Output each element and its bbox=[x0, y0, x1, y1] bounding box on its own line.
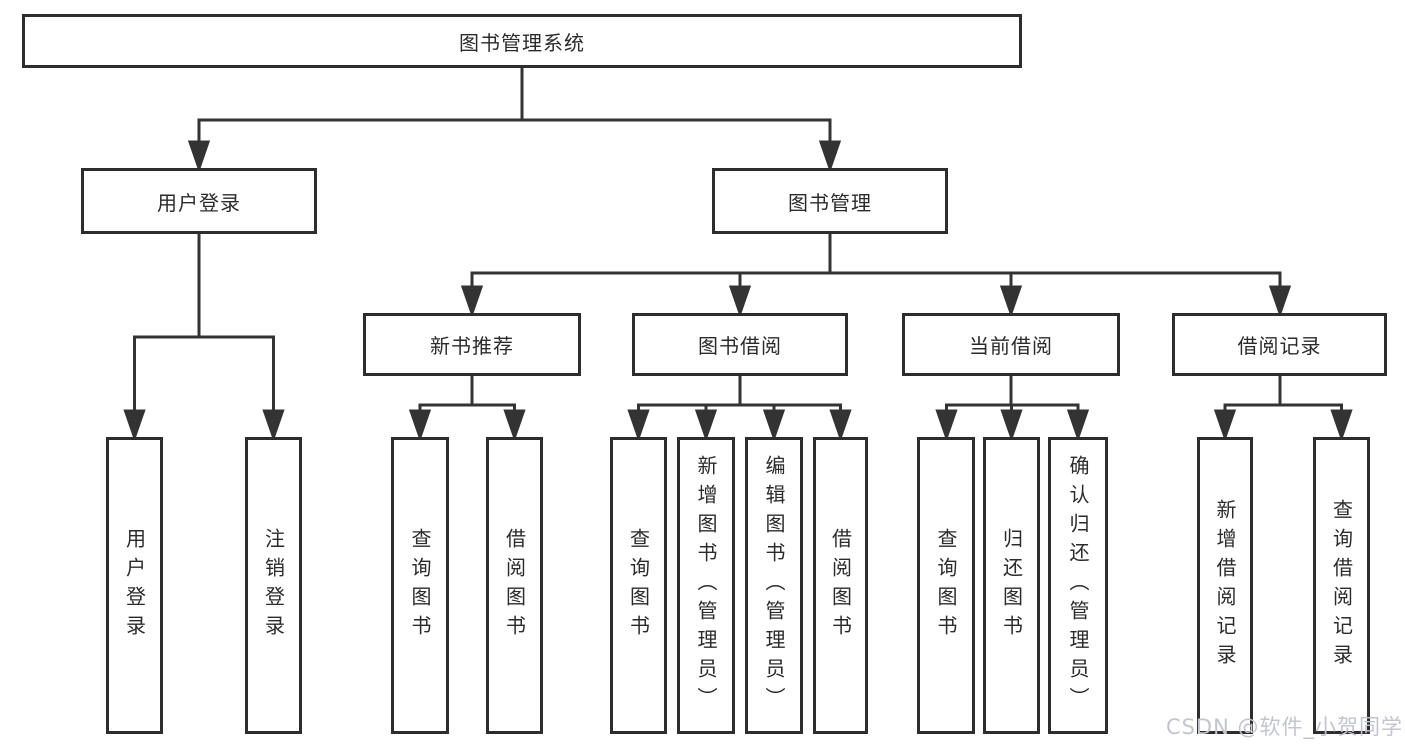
leaf-logout: 注销登录 bbox=[245, 437, 302, 734]
connector-borrow-to-leaves bbox=[627, 376, 852, 442]
connector-root-to-level2 bbox=[187, 68, 842, 173]
leaf-current-confirm-return-admin: 确认归还（管理员） bbox=[1048, 437, 1108, 734]
node-root: 图书管理系统 bbox=[22, 14, 1022, 68]
leaf-current-return-books: 归还图书 bbox=[983, 437, 1040, 734]
leaf-borrow-add-books-admin: 新增图书（管理员） bbox=[677, 437, 735, 734]
leaf-borrow-borrow-books: 借阅图书 bbox=[813, 437, 868, 734]
leaf-user-login: 用户登录 bbox=[106, 437, 163, 734]
node-book-management: 图书管理 bbox=[712, 168, 948, 234]
connector-login-to-leaves bbox=[123, 234, 285, 442]
leaf-borrow-query-books: 查询图书 bbox=[610, 437, 667, 734]
leaf-recommend-borrow-books: 借阅图书 bbox=[486, 437, 543, 734]
node-current-borrow: 当前借阅 bbox=[902, 313, 1120, 376]
node-user-login: 用户登录 bbox=[81, 168, 317, 234]
node-new-book-recommend: 新书推荐 bbox=[363, 313, 581, 376]
connector-mgmt-to-level3 bbox=[460, 234, 1292, 318]
connector-records-to-leaves bbox=[1213, 376, 1353, 442]
leaf-recommend-query-books: 查询图书 bbox=[391, 437, 449, 734]
connector-recommend-to-leaves bbox=[408, 376, 526, 442]
leaf-current-query-books: 查询图书 bbox=[917, 437, 975, 734]
leaf-borrow-edit-books-admin: 编辑图书（管理员） bbox=[745, 437, 803, 734]
node-borrow-records: 借阅记录 bbox=[1172, 313, 1387, 376]
leaf-records-add-record: 新增借阅记录 bbox=[1197, 437, 1253, 734]
connector-current-to-leaves bbox=[935, 376, 1090, 442]
leaf-records-query-record: 查询借阅记录 bbox=[1313, 437, 1370, 734]
node-book-borrow: 图书借阅 bbox=[632, 313, 848, 376]
